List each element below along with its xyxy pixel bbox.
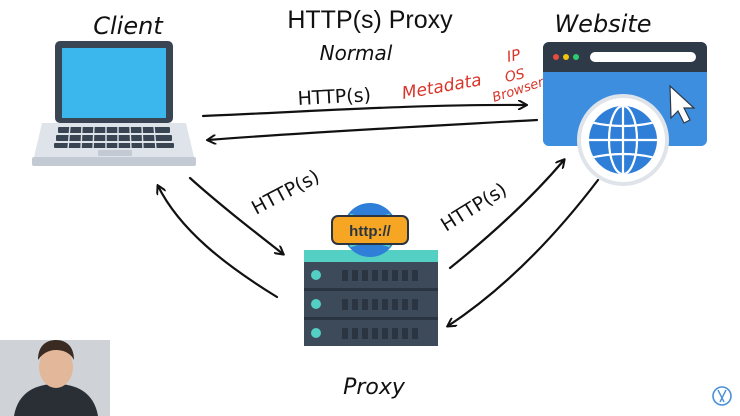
cursor-icon (669, 84, 696, 124)
watermark-logo-icon (712, 386, 732, 406)
annotation-os: OS (504, 66, 527, 86)
arrow-client-to-website (201, 105, 526, 118)
website-label: Website (554, 10, 651, 38)
edge-label-client-website: HTTP(s) (297, 84, 371, 110)
proxy-label: Proxy (343, 375, 406, 400)
presenter-avatar (0, 340, 110, 416)
globe-icon (577, 94, 669, 186)
client-label: Client (93, 12, 164, 40)
edge-label-client-proxy: HTTP(s) (248, 166, 323, 220)
arrow-client-to-proxy (188, 176, 283, 254)
arrow-proxy-to-website (448, 160, 564, 270)
arrow-website-to-proxy (448, 178, 600, 326)
laptop-icon (32, 41, 196, 166)
diagram-title: HTTP(s) Proxy (287, 6, 453, 34)
diagram-subtitle: Normal (320, 41, 393, 65)
arrow-website-to-client (208, 118, 539, 140)
proxy-badge-label: http:// (349, 223, 391, 240)
annotation-metadata: Metadata (400, 70, 483, 104)
arrow-proxy-to-client (158, 186, 279, 299)
annotation-ip: IP (505, 45, 523, 66)
server-icon (304, 203, 438, 346)
edge-label-proxy-website: HTTP(s) (437, 179, 511, 237)
